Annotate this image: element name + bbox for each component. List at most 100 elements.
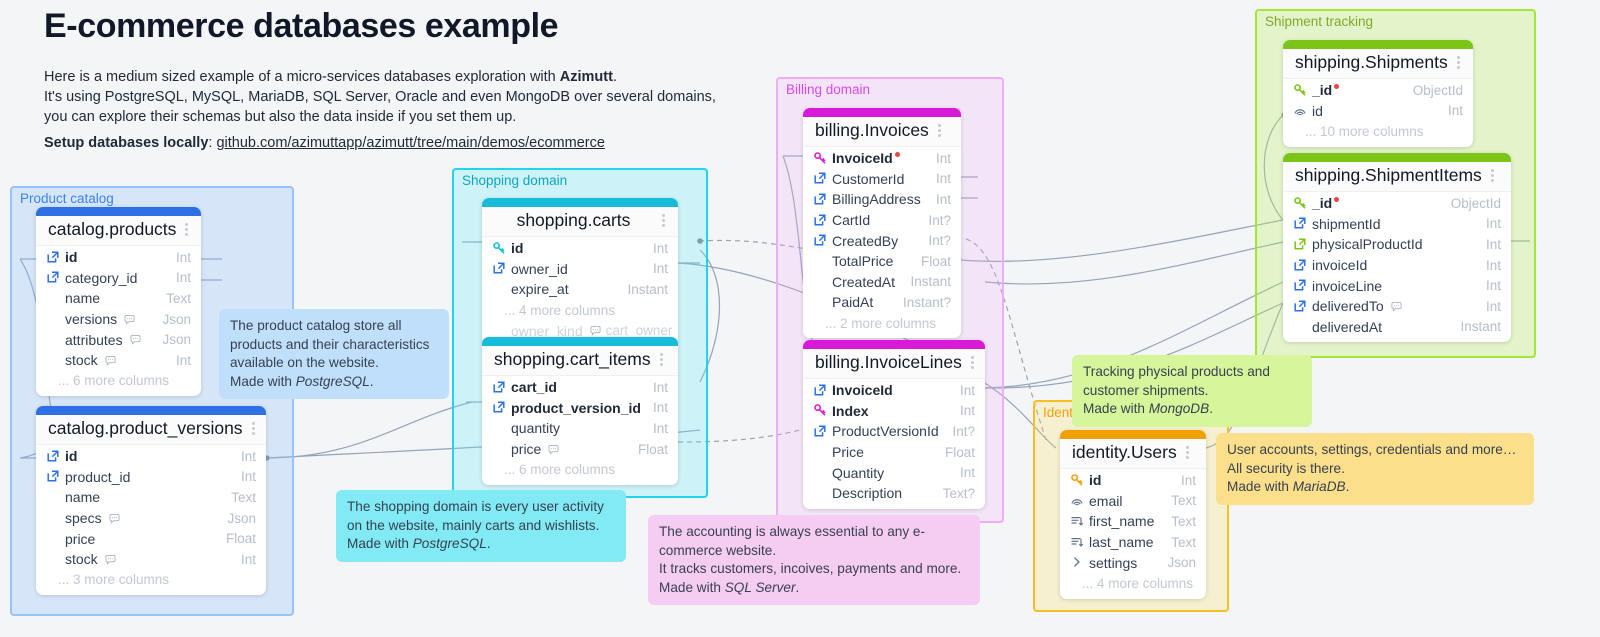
column-name: price bbox=[65, 530, 96, 547]
table-header[interactable]: shopping.cart_items bbox=[482, 346, 678, 376]
table-header[interactable]: billing.InvoiceLines bbox=[803, 349, 985, 379]
table-name: identity.Users bbox=[1072, 442, 1177, 462]
column-name: shipmentId bbox=[1312, 215, 1381, 232]
note-billing-domain[interactable]: The accounting is always essential to an… bbox=[648, 515, 980, 605]
more-columns-row[interactable]: ... 6 more columns bbox=[504, 462, 616, 478]
column-type: Text? bbox=[942, 485, 975, 501]
table-header[interactable]: identity.Users bbox=[1060, 439, 1206, 469]
note-identity[interactable]: User accounts, settings, credentials and… bbox=[1216, 433, 1534, 505]
table-header[interactable]: shipping.ShipmentItems bbox=[1283, 162, 1511, 192]
more-columns-row[interactable]: ... 4 more columns bbox=[504, 302, 616, 318]
more-columns-row[interactable]: ... 3 more columns bbox=[58, 572, 170, 588]
table-row[interactable]: product_version_id Int bbox=[482, 398, 678, 419]
table-header[interactable]: billing.Invoices bbox=[803, 117, 961, 147]
table-header[interactable]: shopping.carts bbox=[482, 207, 678, 237]
more-columns-row[interactable]: ... 4 more columns bbox=[1082, 575, 1194, 591]
table-menu-icon[interactable] bbox=[1183, 444, 1192, 461]
note-product-catalog[interactable]: The product catalog store all products a… bbox=[219, 309, 449, 399]
more-columns-row[interactable]: ... 10 more columns bbox=[1305, 123, 1424, 139]
table-name: shipping.ShipmentItems bbox=[1295, 165, 1482, 185]
note-shipment-tracking[interactable]: Tracking physical products and customer … bbox=[1072, 355, 1312, 427]
column-type: Int bbox=[652, 400, 668, 416]
setup-repo-link[interactable]: github.com/azimuttapp/azimutt/tree/main/… bbox=[216, 135, 605, 152]
column-name: product_version_id bbox=[511, 399, 641, 416]
note-shopping-domain[interactable]: The shopping domain is every user activi… bbox=[336, 490, 626, 562]
table-menu-icon[interactable] bbox=[657, 351, 666, 368]
table-header[interactable]: shipping.Shipments bbox=[1283, 49, 1473, 79]
more-columns-row[interactable]: ... 2 more columns bbox=[825, 315, 937, 331]
column-icon-none bbox=[493, 283, 506, 296]
table-menu-icon[interactable] bbox=[249, 420, 258, 437]
intro-text-1b: . bbox=[612, 69, 617, 86]
table-header[interactable]: catalog.product_versions bbox=[36, 415, 266, 445]
table-menu-icon[interactable] bbox=[935, 122, 944, 139]
table-menu-icon[interactable] bbox=[659, 212, 668, 229]
table-accent-bar bbox=[36, 207, 201, 216]
column-icon-none bbox=[47, 354, 60, 367]
table-menu-icon[interactable] bbox=[182, 221, 191, 238]
table-header[interactable]: catalog.products bbox=[36, 216, 201, 246]
table-menu-icon[interactable] bbox=[968, 354, 977, 371]
table-menu-icon[interactable] bbox=[1488, 167, 1497, 184]
more-columns-row[interactable]: ... 6 more columns bbox=[58, 373, 170, 389]
table-menu-icon[interactable] bbox=[1454, 54, 1463, 71]
column-name: id bbox=[511, 240, 524, 257]
